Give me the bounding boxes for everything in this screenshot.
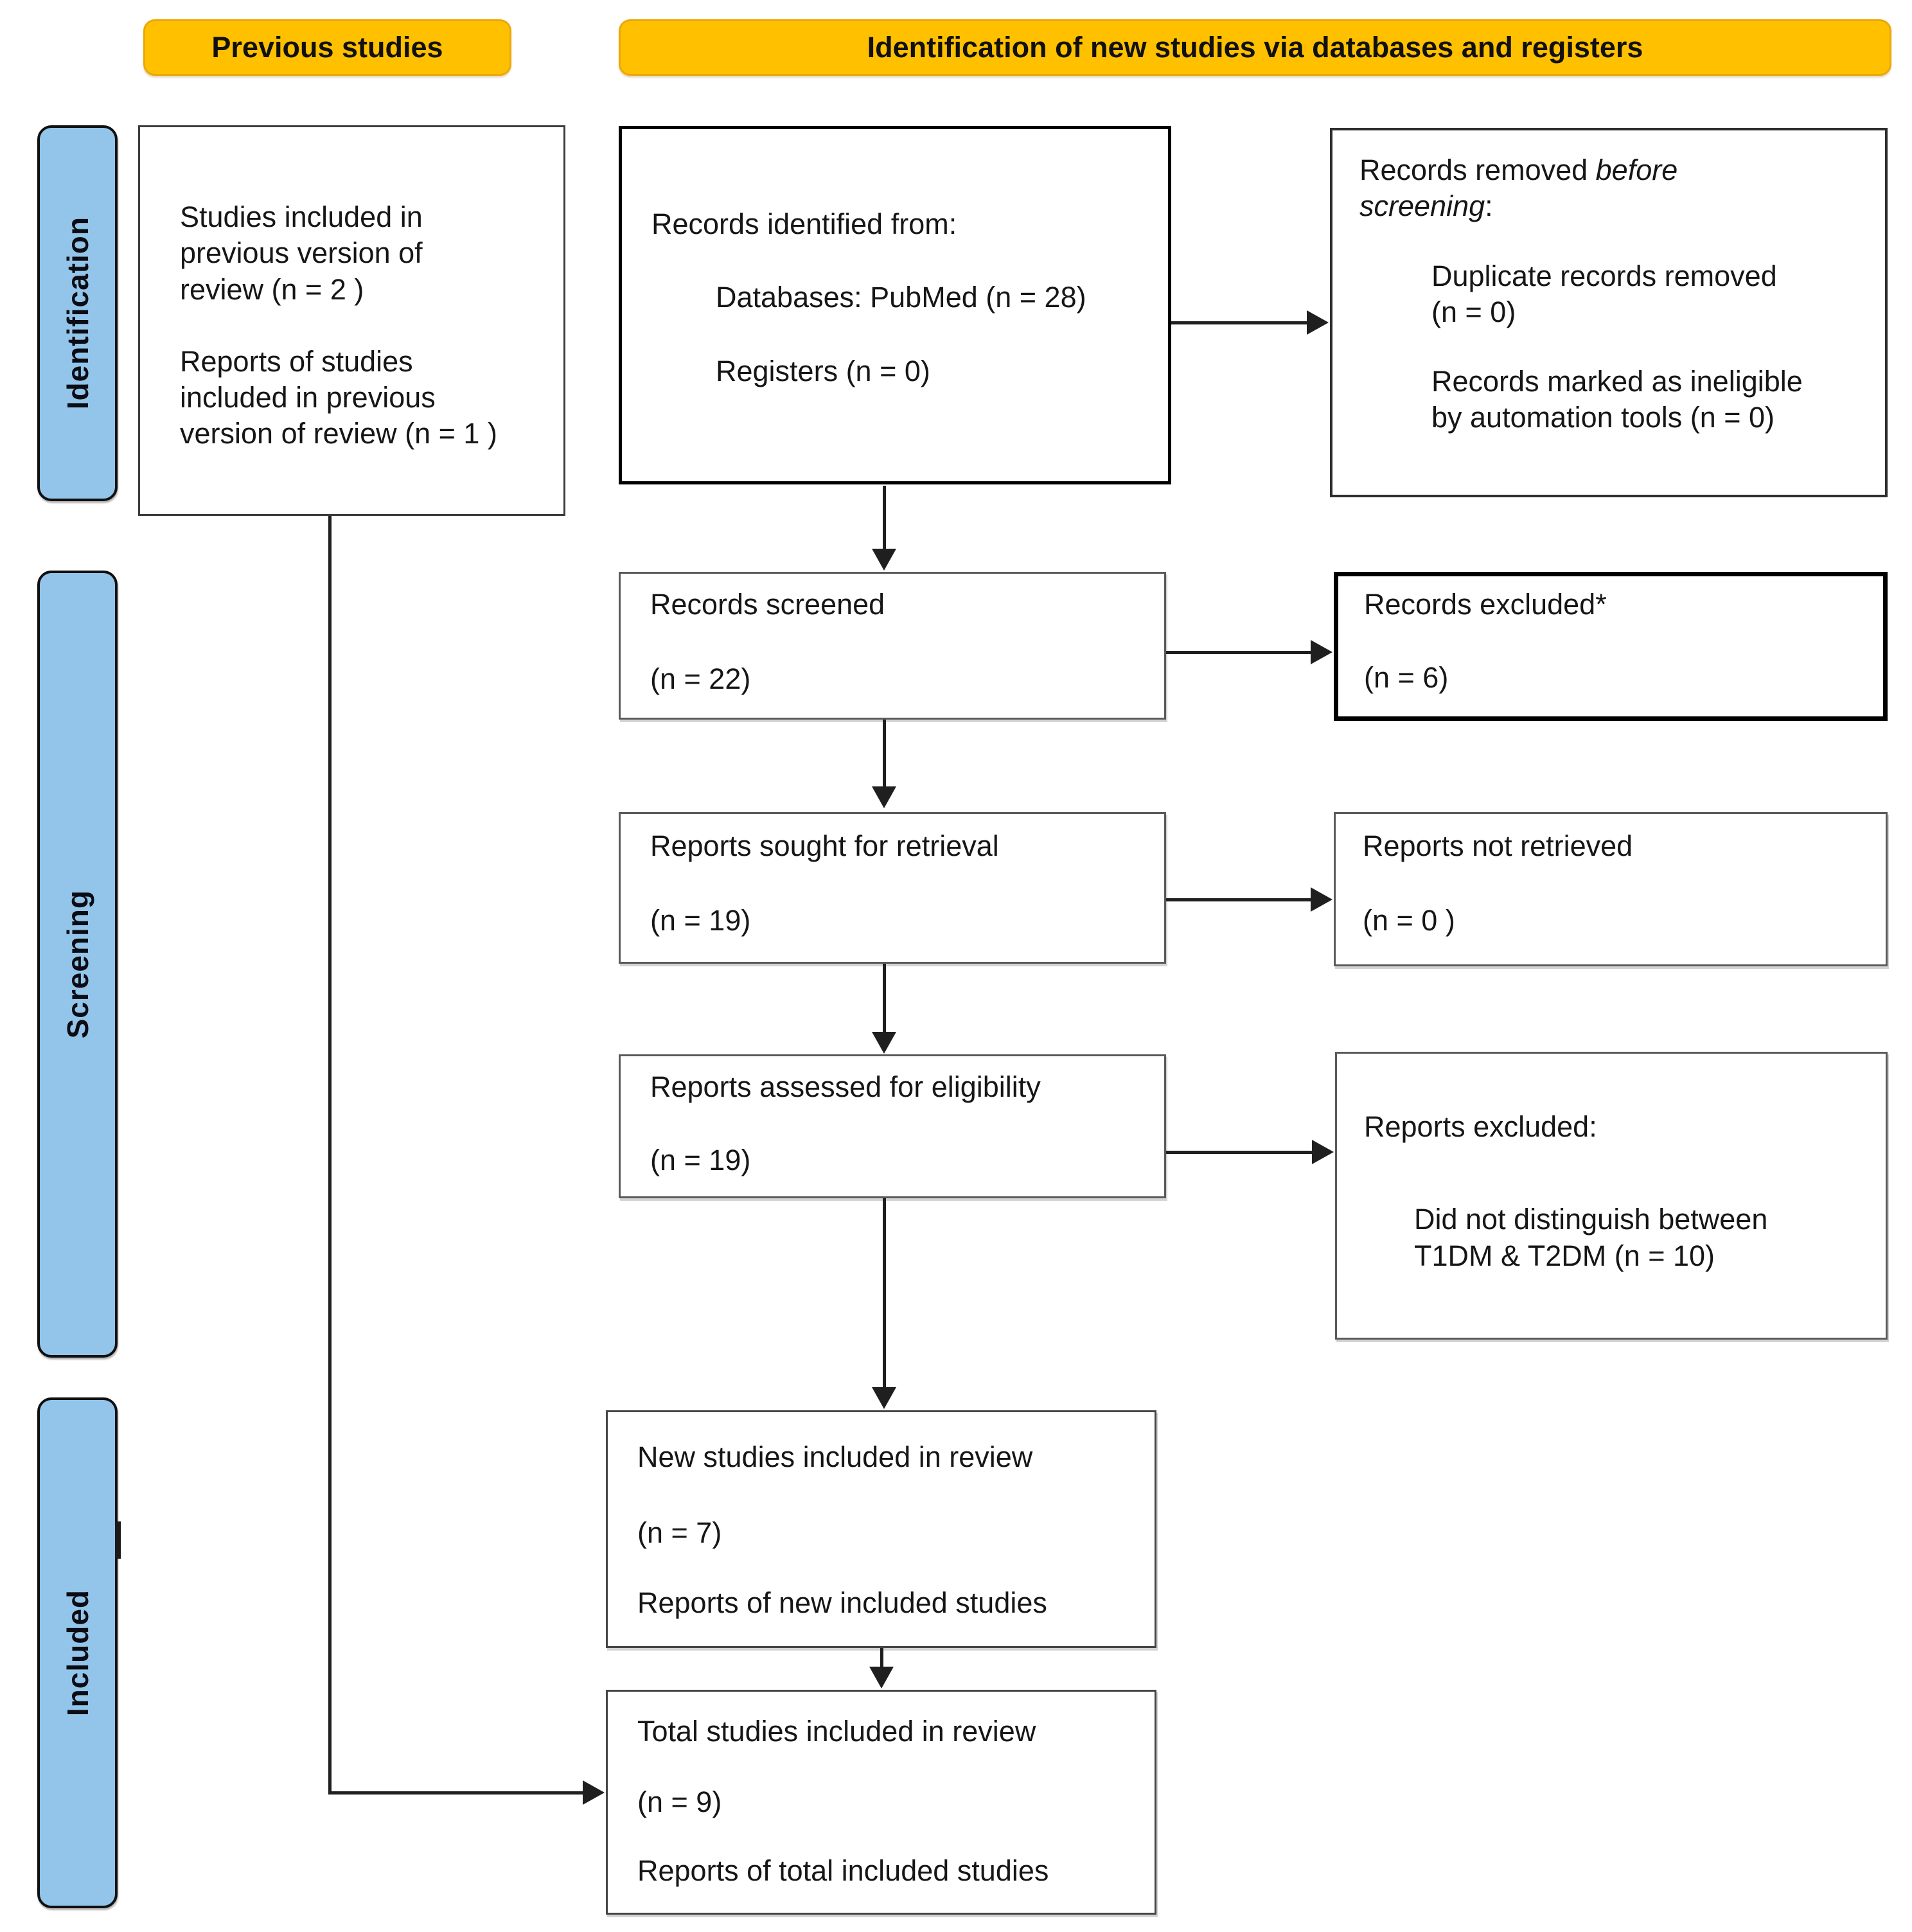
previous-studies-text: Studies included in: [180, 200, 423, 233]
arrow-sought-to-assessed-head: [872, 1032, 896, 1054]
box-reports-not-retrieved: Reports not retrieved (n = 0 ): [1334, 812, 1888, 966]
ineligible-records-item: Records marked as ineligible by automati…: [1431, 365, 1803, 434]
arrow-screened-to-sought-shaft: [883, 720, 886, 786]
records-removed-title-line1: Records removed before: [1359, 154, 1678, 186]
box-reports-sought: Reports sought for retrieval (n = 19): [619, 812, 1166, 964]
reports-excluded-title: Reports excluded:: [1364, 1110, 1597, 1143]
tick-mark: [115, 1521, 121, 1559]
identification-new-studies-header-label: Identification of new studies via databa…: [867, 31, 1643, 64]
arrow-assessed-to-new-head: [872, 1387, 896, 1409]
arrow-sought-to-notretrieved-head: [1311, 887, 1332, 912]
arrow-sought-to-assessed-shaft: [883, 964, 886, 1032]
arrow-assessed-to-reportsexcluded-head: [1312, 1140, 1334, 1164]
registers-count: Registers (n = 0): [716, 354, 930, 387]
stage-tab-identification-label: Identification: [60, 217, 94, 410]
box-total-studies-included: Total studies included in review (n = 9)…: [606, 1690, 1156, 1915]
arrow-assessed-to-new-shaft: [883, 1198, 886, 1387]
new-studies-count: (n = 7): [637, 1516, 722, 1550]
arrow-sought-to-notretrieved-shaft: [1166, 898, 1311, 901]
box-records-identified: Records identified from: Databases: PubM…: [619, 126, 1171, 484]
records-screened-count: (n = 22): [650, 662, 751, 696]
arrow-new-to-total-shaft: [880, 1648, 883, 1668]
previous-reports-text: Reports of studies: [180, 344, 413, 378]
records-removed-title-line2: screening:: [1359, 190, 1493, 223]
stage-tab-included: Included: [37, 1397, 118, 1908]
total-studies-count: (n = 9): [637, 1786, 722, 1819]
arrow-screened-to-excluded-head: [1311, 640, 1332, 664]
box-previous-studies: Studies included in previous version of …: [138, 125, 565, 516]
arrow-identified-to-screened-shaft: [883, 486, 886, 550]
stage-tab-screening-label: Screening: [60, 889, 94, 1039]
reports-assessed-count: (n = 19): [650, 1144, 751, 1177]
arrow-previous-to-total-horizontal: [328, 1791, 583, 1795]
records-excluded-count: (n = 6): [1364, 661, 1449, 695]
arrow-screened-to-excluded-shaft: [1166, 651, 1311, 654]
box-reports-assessed: Reports assessed for eligibility (n = 19…: [619, 1054, 1166, 1198]
identification-new-studies-header: Identification of new studies via databa…: [619, 19, 1891, 76]
box-reports-excluded: Reports excluded: Did not distinguish be…: [1335, 1052, 1888, 1340]
box-new-studies-included: New studies included in review (n = 7) R…: [606, 1410, 1156, 1648]
stage-tab-identification: Identification: [37, 125, 118, 501]
reports-not-retrieved-count: (n = 0 ): [1363, 904, 1455, 937]
duplicate-records-item: Duplicate records removed (n = 0): [1431, 259, 1777, 328]
arrow-new-to-total-head: [869, 1667, 894, 1688]
arrow-identified-to-removed-shaft: [1171, 321, 1307, 324]
box-records-screened: Records screened (n = 22): [619, 572, 1166, 720]
arrow-assessed-to-reportsexcluded-shaft: [1166, 1151, 1312, 1154]
stage-tab-screening: Screening: [37, 571, 118, 1358]
arrow-previous-to-total-head: [583, 1780, 605, 1805]
reports-excluded-reason: Did not distinguish between T1DM & T2DM …: [1414, 1203, 1768, 1272]
reports-sought-count: (n = 19): [650, 904, 751, 937]
arrow-screened-to-sought-head: [872, 786, 896, 808]
box-records-removed: Records removed before screening: Duplic…: [1330, 128, 1888, 497]
previous-studies-header: Previous studies: [143, 19, 511, 76]
databases-count: Databases: PubMed (n = 28): [716, 281, 1086, 314]
box-records-excluded: Records excluded* (n = 6): [1334, 572, 1888, 721]
arrow-identified-to-screened-head: [872, 549, 896, 571]
arrow-identified-to-removed-head: [1307, 310, 1329, 335]
arrow-previous-to-total-vertical: [328, 516, 332, 1794]
previous-studies-header-label: Previous studies: [211, 31, 443, 64]
stage-tab-included-label: Included: [60, 1589, 94, 1717]
records-identified-title: Records identified from:: [651, 208, 957, 240]
